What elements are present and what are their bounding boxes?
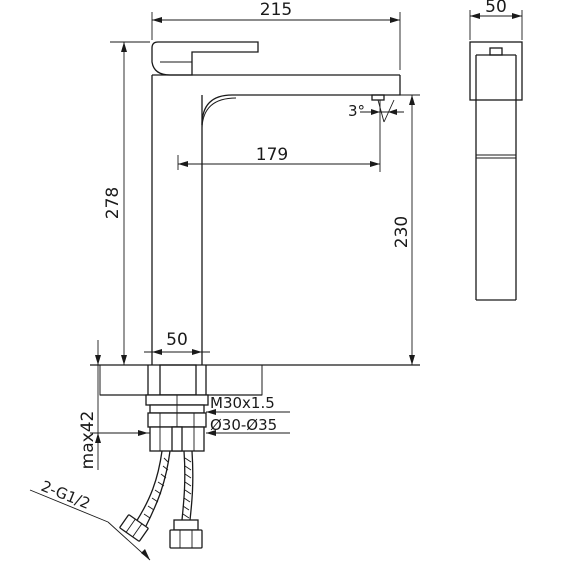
faucet-side-view [469,41,523,301]
dim-angle: 3° [348,99,404,123]
thread-labels: M30x1.5 Ø30-Ø35 [206,394,290,436]
faucet-body [151,74,401,365]
label-spout-reach: 179 [256,145,288,165]
label-hose-connection: 2-G1/2 [39,477,93,513]
label-spout-height: 230 [392,216,412,248]
countertop-section [90,364,420,396]
label-max-thickness: max42 [78,411,98,470]
dim-spout-height: 230 [392,94,420,365]
braided-hoses [119,450,203,549]
label-total-height: 278 [103,187,123,219]
label-side-width: 50 [485,0,507,17]
faucet-handle [151,41,259,76]
dim-total-length: 215 [151,0,401,70]
dim-base-width: 50 [144,330,210,362]
label-base-width: 50 [166,330,188,350]
dim-total-height: 278 [103,41,150,365]
label-angle: 3° [348,102,365,120]
mounting-assembly [145,394,209,452]
threaded-stud [147,364,207,396]
label-thread: M30x1.5 [210,394,275,412]
dim-max-thickness: max42 [78,340,150,470]
dim-side-width: 50 [469,0,523,40]
label-total-length: 215 [260,0,292,20]
label-hole-diameter: Ø30-Ø35 [210,416,277,434]
